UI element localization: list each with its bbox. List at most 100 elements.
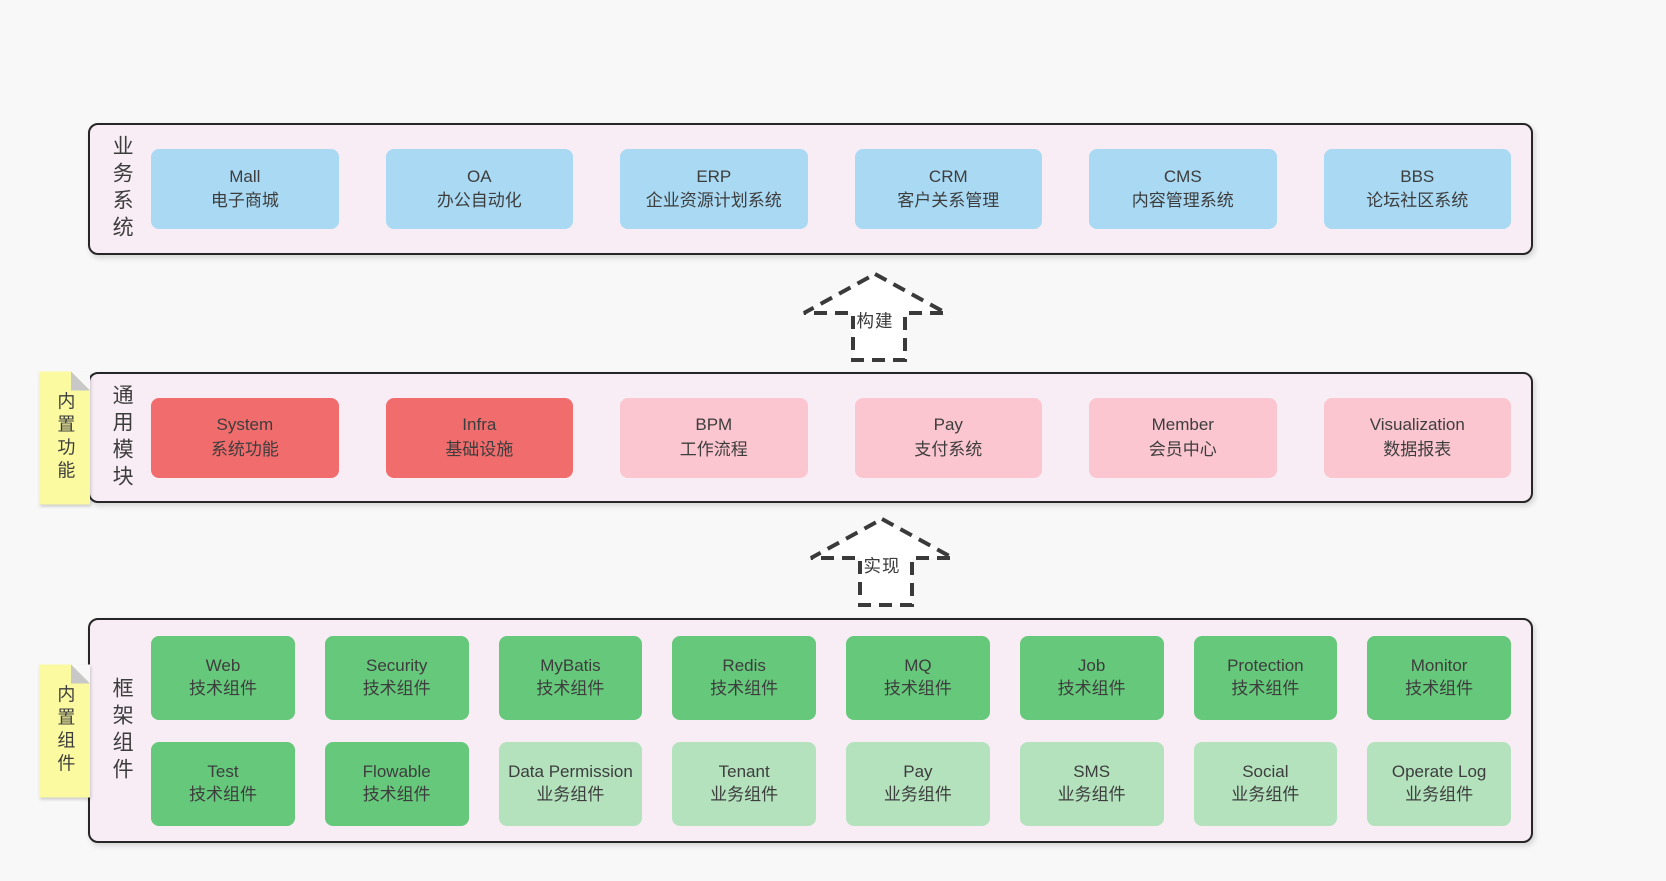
module-subtitle: 技术组件 <box>362 784 431 804</box>
box-flowable: Flowable 技术组件 <box>324 741 469 826</box>
box-job: Job 技术组件 <box>1019 635 1164 720</box>
layer-row: Web 技术组件 Security 技术组件 MyBatis 技术组件 Redi… <box>151 635 1511 720</box>
module-title: BBS <box>1400 166 1435 186</box>
module-title: SMS <box>1073 762 1111 782</box>
module-title: OA <box>467 166 492 186</box>
folded-corner-icon <box>71 664 90 683</box>
module-subtitle: 基础设施 <box>445 439 514 459</box>
module-subtitle: 内容管理系统 <box>1131 191 1234 210</box>
module-title: System <box>216 415 274 435</box>
layer-rows: Web 技术组件 Security 技术组件 MyBatis 技术组件 Redi… <box>151 635 1511 826</box>
build-arrow-icon: 构建 <box>803 271 947 362</box>
box-web: Web 技术组件 <box>151 635 295 720</box>
module-title: Flowable <box>362 762 431 782</box>
layer-row: System 系统功能 Infra 基础设施 BPM 工作流程 Pay 支付系统… <box>151 397 1511 478</box>
module-title: Data Permission <box>508 762 633 782</box>
module-subtitle: 系统功能 <box>210 439 279 459</box>
module-subtitle: 电子商城 <box>210 191 279 210</box>
box-visualization: Visualization 数据报表 <box>1323 397 1511 478</box>
box-security: Security 技术组件 <box>324 635 469 720</box>
box-test: Test 技术组件 <box>151 741 295 826</box>
layer-framework-components: 内置组件 框架组件 Web 技术组件 Security 技术组件 MyBatis… <box>39 618 1533 843</box>
box-mall: Mall 电子商城 <box>151 149 339 229</box>
box-system: System 系统功能 <box>151 397 339 478</box>
layer-rows: System 系统功能 Infra 基础设施 BPM 工作流程 Pay 支付系统… <box>151 397 1511 478</box>
module-subtitle: 技术组件 <box>1231 678 1300 698</box>
module-title: Web <box>205 656 241 676</box>
module-subtitle: 业务组件 <box>710 784 779 804</box>
layer-row: Mall 电子商城 OA 办公自动化 ERP 企业资源计划系统 CRM 客户关系… <box>151 149 1511 229</box>
box-infra: Infra 基础设施 <box>385 397 574 478</box>
box-erp: ERP 企业资源计划系统 <box>620 149 808 229</box>
box-cms: CMS 内容管理系统 <box>1089 149 1277 229</box>
layer-row: Test 技术组件 Flowable 技术组件 Data Permission … <box>151 741 1511 826</box>
module-subtitle: 技术组件 <box>883 678 952 698</box>
module-subtitle: 技术组件 <box>710 678 779 698</box>
block-arrow-up-outline <box>810 516 954 607</box>
module-title: Member <box>1151 415 1214 435</box>
layer-label-business-systems: 业务系统 <box>110 135 134 243</box>
box-bbs: BBS 论坛社区系统 <box>1323 149 1511 229</box>
sticky-note-built-in-components: 内置组件 <box>39 664 90 797</box>
box-pay: Pay 支付系统 <box>854 397 1043 478</box>
layer-label-common-modules: 通用模块 <box>110 383 134 492</box>
module-subtitle: 工作流程 <box>679 439 748 459</box>
module-subtitle: 业务组件 <box>1405 784 1474 804</box>
box-redis: Redis 技术组件 <box>672 635 817 720</box>
module-subtitle: 论坛社区系统 <box>1366 191 1469 210</box>
layer-rows: Mall 电子商城 OA 办公自动化 ERP 企业资源计划系统 CRM 客户关系… <box>151 149 1511 229</box>
box-member: Member 会员中心 <box>1089 397 1277 478</box>
module-title: Operate Log <box>1391 762 1487 782</box>
box-sms: SMS 业务组件 <box>1019 741 1164 826</box>
module-title: MQ <box>904 656 932 676</box>
module-subtitle: 办公自动化 <box>436 191 522 210</box>
sticky-label: 内置功能 <box>55 391 76 484</box>
module-title: Infra <box>462 415 497 435</box>
module-title: MyBatis <box>540 656 601 676</box>
module-subtitle: 业务组件 <box>1057 784 1126 804</box>
box-oa: OA 办公自动化 <box>385 149 574 229</box>
module-title: Mall <box>229 166 261 186</box>
module-subtitle: 技术组件 <box>188 678 257 698</box>
module-subtitle: 会员中心 <box>1148 439 1217 459</box>
module-title: Pay <box>933 415 963 435</box>
module-title: Tenant <box>718 762 770 782</box>
box-data-permission: Data Permission 业务组件 <box>498 741 643 826</box>
folded-corner-icon <box>71 371 90 390</box>
box-tenant: Tenant 业务组件 <box>672 741 817 826</box>
box-social: Social 业务组件 <box>1193 741 1338 826</box>
module-subtitle: 技术组件 <box>536 678 605 698</box>
module-subtitle: 业务组件 <box>883 784 952 804</box>
module-subtitle: 支付系统 <box>914 439 983 459</box>
box-mybatis: MyBatis 技术组件 <box>498 635 643 720</box>
module-title: Monitor <box>1410 656 1468 676</box>
implement-arrow-icon: 实现 <box>810 516 954 607</box>
box-operate-log: Operate Log 业务组件 <box>1367 741 1511 826</box>
box-monitor: Monitor 技术组件 <box>1367 635 1511 720</box>
box-mq: MQ 技术组件 <box>846 635 990 720</box>
module-title: Social <box>1242 762 1289 782</box>
arrow-label: 实现 <box>864 556 901 576</box>
module-title: Pay <box>903 762 933 782</box>
arrow-label: 构建 <box>857 311 894 331</box>
module-title: Test <box>207 762 239 782</box>
sticky-note-built-in-features: 内置功能 <box>39 371 90 504</box>
box-bpm: BPM 工作流程 <box>620 397 808 478</box>
box-protection: Protection 技术组件 <box>1193 635 1338 720</box>
module-title: CMS <box>1163 166 1202 186</box>
module-title: ERP <box>696 166 732 186</box>
layer-common-modules: 内置功能 通用模块 System 系统功能 Infra 基础设施 BPM 工作流… <box>39 371 1533 504</box>
module-title: Redis <box>722 656 766 676</box>
layer-label-framework-components: 框架组件 <box>110 676 134 785</box>
module-title: Job <box>1077 656 1106 676</box>
module-subtitle: 业务组件 <box>1231 784 1300 804</box>
box-pay: Pay 业务组件 <box>846 741 990 826</box>
module-subtitle: 技术组件 <box>362 678 431 698</box>
module-subtitle: 技术组件 <box>1057 678 1126 698</box>
sticky-label: 内置组件 <box>55 684 76 777</box>
module-title: BPM <box>695 415 733 435</box>
box-crm: CRM 客户关系管理 <box>854 149 1043 229</box>
module-title: Security <box>365 656 428 676</box>
module-title: Visualization <box>1369 415 1465 435</box>
